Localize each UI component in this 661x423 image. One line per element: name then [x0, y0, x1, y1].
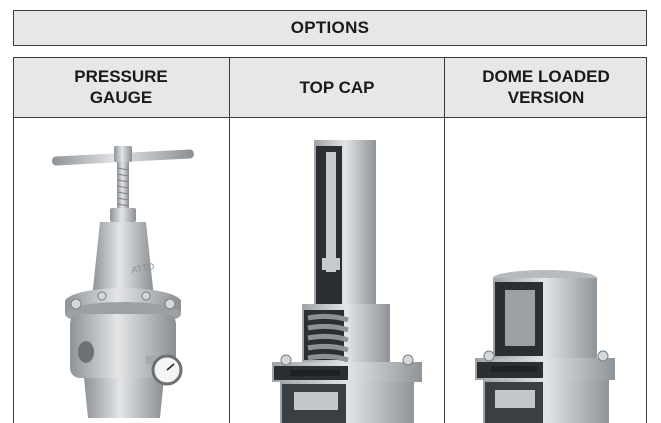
column-header-top-cap: TOP CAP [230, 57, 444, 117]
dome-loaded-image [445, 118, 646, 423]
pressure-gauge-image: ATTO [14, 118, 229, 423]
column-header-dome-loaded: DOME LOADED VERSION [445, 57, 647, 117]
options-table: PRESSURE GAUGE TOP CAP DOME LOADED VERSI… [13, 57, 647, 423]
header-bottom-border [13, 117, 647, 118]
top-cap-image [230, 118, 444, 423]
column-divider-2 [444, 57, 445, 423]
options-title: OPTIONS [290, 18, 370, 37]
table-top-border [13, 57, 647, 58]
right-border [646, 57, 647, 423]
svg-text:ATTO: ATTO [131, 261, 156, 275]
left-border [13, 57, 14, 423]
options-banner: OPTIONS [13, 10, 647, 46]
column-divider-1 [229, 57, 230, 423]
column-header-pressure-gauge: PRESSURE GAUGE [13, 57, 229, 117]
